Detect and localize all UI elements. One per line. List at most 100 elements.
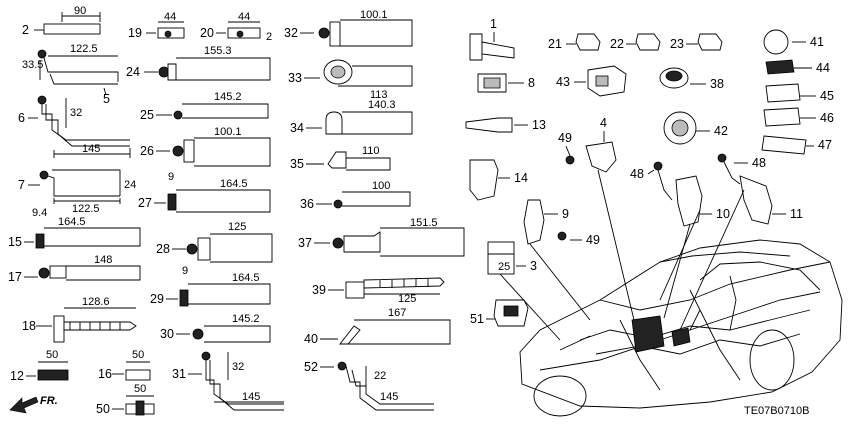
part-3[interactable]: 3 25 <box>487 241 537 275</box>
part-45[interactable]: 45 <box>765 83 834 103</box>
part-52[interactable]: 52 22 145 <box>304 360 434 411</box>
part-35[interactable]: 35 110 <box>290 145 391 171</box>
callout-35: 35 <box>290 157 304 171</box>
dim-p5-length: 122.5 <box>70 43 98 55</box>
callout-22: 22 <box>610 37 624 51</box>
dim-p6-height: 32 <box>70 107 82 119</box>
callout-10: 10 <box>716 207 730 221</box>
dim-p50-length: 50 <box>134 383 146 395</box>
callout-3: 3 <box>530 259 537 273</box>
part-38[interactable]: 38 <box>659 67 724 91</box>
callout-18: 18 <box>22 319 36 333</box>
dim-p34-length: 140.3 <box>368 99 396 111</box>
part-36[interactable]: 36 100 <box>300 180 411 211</box>
dim-p5-height: 33.5 <box>22 59 43 71</box>
callout-32: 32 <box>284 26 298 40</box>
part-41[interactable]: 41 <box>763 29 824 55</box>
part-15[interactable]: 15 9.4 164.5 <box>8 207 141 249</box>
part-32[interactable]: 32 100.1 <box>284 9 413 47</box>
part-46[interactable]: 46 <box>763 107 834 127</box>
dim-p52-height: 22 <box>374 370 386 382</box>
part-42[interactable]: 42 <box>663 111 728 145</box>
part-40[interactable]: 40 167 <box>304 307 451 346</box>
callout-40: 40 <box>304 332 318 346</box>
callout-20: 20 <box>200 26 214 40</box>
part-50[interactable]: 50 50 <box>96 383 155 416</box>
callout-24: 24 <box>126 65 140 79</box>
part-14[interactable]: 14 <box>469 159 528 201</box>
part-39[interactable]: 39 125 <box>312 277 445 305</box>
part-9[interactable]: 9 <box>523 199 569 245</box>
part-23[interactable]: 23 <box>670 33 723 51</box>
dim-p7-height: 24 <box>124 179 136 191</box>
part-18[interactable]: 18 128.6 <box>22 296 137 343</box>
part-10[interactable]: 10 <box>675 175 730 227</box>
callout-17: 17 <box>8 270 22 284</box>
part-6[interactable]: 6 32 145 <box>18 95 131 158</box>
dim-p32-length: 100.1 <box>360 9 388 21</box>
part-17[interactable]: 17 148 <box>8 254 141 284</box>
part-5[interactable]: 5 33.5 122.5 <box>22 43 119 106</box>
part-25[interactable]: 25 145.2 <box>140 91 269 122</box>
part-37[interactable]: 37 151.5 <box>298 217 465 257</box>
callout-46: 46 <box>820 111 834 125</box>
part-27[interactable]: 27 9 164.5 <box>138 171 271 213</box>
part-47[interactable]: 47 <box>761 135 832 155</box>
part-28[interactable]: 28 125 <box>156 221 273 263</box>
part-43[interactable]: 43 <box>556 65 627 97</box>
part-48-right[interactable]: 48 <box>717 153 766 185</box>
callout-47: 47 <box>818 138 832 152</box>
part-16[interactable]: 16 50 <box>98 349 151 381</box>
part-1[interactable]: 1 <box>469 17 515 61</box>
callout-6: 6 <box>18 111 25 125</box>
callout-26: 26 <box>140 144 154 158</box>
callout-33: 33 <box>288 71 302 85</box>
part-7[interactable]: 7 24 122.5 <box>18 169 136 215</box>
dim-p25-length: 145.2 <box>214 91 242 103</box>
part-22[interactable]: 22 <box>610 33 661 51</box>
part-30[interactable]: 30 145.2 <box>160 313 271 343</box>
part-13[interactable]: 13 <box>465 117 546 133</box>
part-8[interactable]: 8 <box>477 73 535 93</box>
callout-7: 7 <box>18 178 25 192</box>
part-20[interactable]: 20 44 2 <box>200 11 272 43</box>
callout-44: 44 <box>816 61 830 75</box>
dim-p6-length: 145 <box>82 143 100 155</box>
part-49-lower[interactable]: 49 <box>557 231 600 247</box>
part-31[interactable]: 31 32 145 <box>172 351 284 411</box>
callout-13: 13 <box>532 118 546 132</box>
front-arrow-icon <box>9 396 39 414</box>
part-33[interactable]: 33 113 <box>288 59 413 101</box>
dim-p35-length: 110 <box>362 145 380 157</box>
part-44[interactable]: 44 <box>765 59 830 75</box>
callout-50: 50 <box>96 402 110 416</box>
dim-p12-length: 50 <box>46 349 58 361</box>
part-11[interactable]: 11 <box>739 175 803 225</box>
callout-29: 29 <box>150 292 164 306</box>
part-29[interactable]: 29 9 164.5 <box>150 265 271 307</box>
dim-p15-length: 164.5 <box>58 216 86 228</box>
part-21[interactable]: 21 <box>548 33 601 51</box>
dim-p52-length: 145 <box>380 391 398 403</box>
callout-48-left: 48 <box>630 167 644 181</box>
callout-41: 41 <box>810 35 824 49</box>
part-4[interactable]: 4 <box>585 116 617 173</box>
dim-p29-length: 164.5 <box>232 272 260 284</box>
part-26[interactable]: 26 100.1 <box>140 126 271 167</box>
part-2[interactable]: 2 90 <box>22 5 101 37</box>
callout-21: 21 <box>548 37 562 51</box>
callout-15: 15 <box>8 235 22 249</box>
part-34[interactable]: 34 140.3 <box>290 99 413 135</box>
dim-p39-length: 125 <box>398 293 416 305</box>
dim-p19-length: 44 <box>164 11 176 23</box>
part-48-left[interactable]: 48 <box>630 161 673 201</box>
callout-49-upper: 49 <box>558 131 572 145</box>
callout-45: 45 <box>820 89 834 103</box>
part-19[interactable]: 19 44 <box>128 11 185 40</box>
part-12[interactable]: 12 50 <box>10 349 69 383</box>
part-49-upper[interactable]: 49 <box>558 131 575 165</box>
part-24[interactable]: 24 155.3 <box>126 45 271 81</box>
part-51[interactable]: 51 <box>470 299 529 327</box>
callout-43: 43 <box>556 75 570 89</box>
callout-37: 37 <box>298 236 312 250</box>
